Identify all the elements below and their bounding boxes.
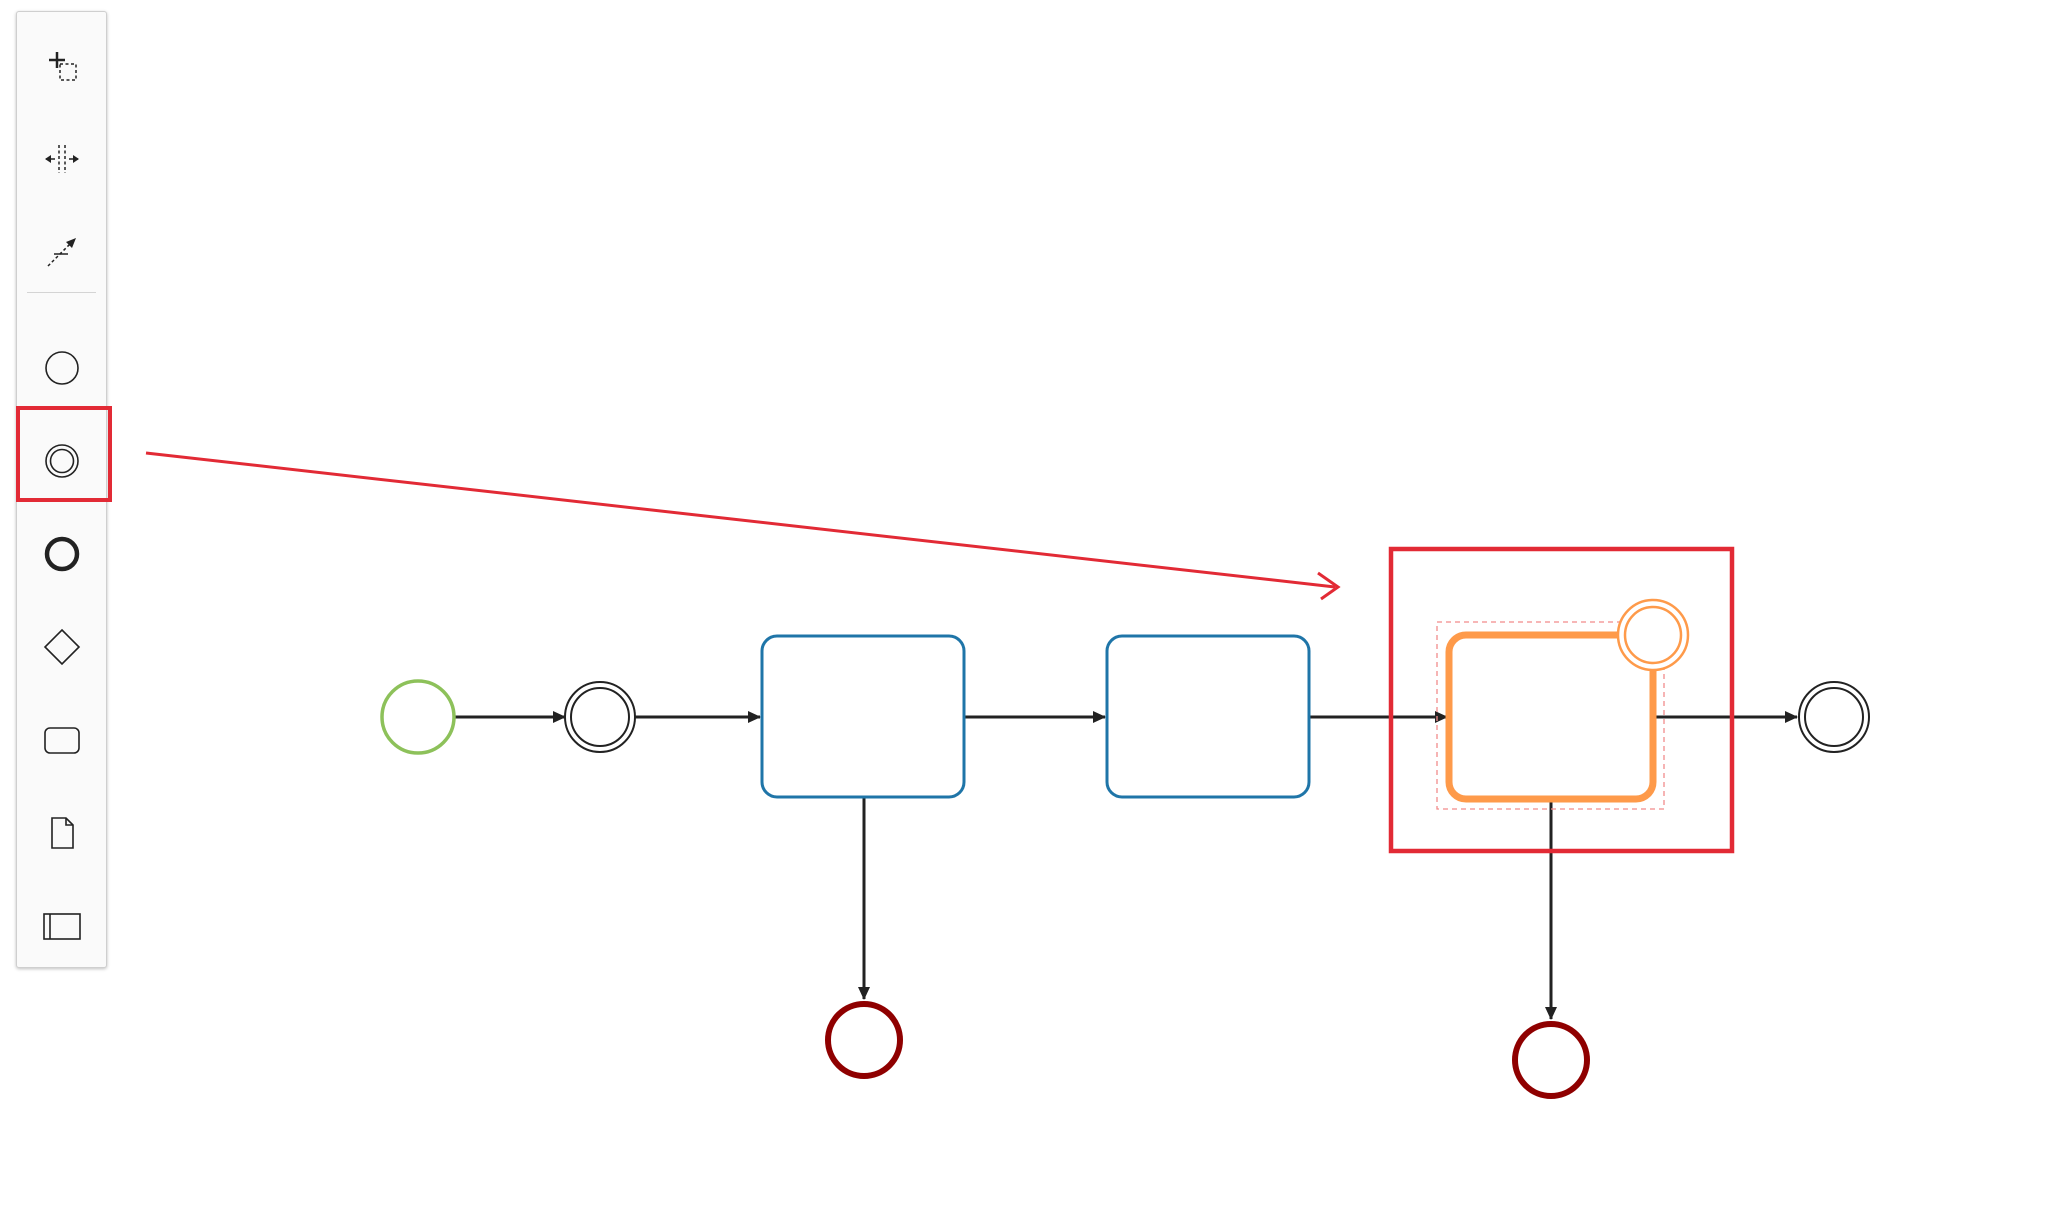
task-icon: [43, 727, 80, 754]
task-2[interactable]: [1105, 634, 1311, 799]
intermediate-event-1[interactable]: [564, 681, 636, 753]
end-event-icon: [44, 536, 79, 572]
hand-tool-icon: [48, 52, 77, 81]
annotation-arrow: [145, 451, 1336, 589]
data-object-icon: [50, 817, 74, 849]
global-connect-tool-button[interactable]: [17, 216, 106, 288]
end-event-2[interactable]: [1512, 1021, 1590, 1099]
connect-tool-icon: [46, 238, 76, 267]
task-3-selected[interactable]: [1445, 631, 1657, 803]
data-object-button[interactable]: [17, 797, 106, 869]
intermediate-event-button[interactable]: [17, 425, 106, 497]
pool-icon: [42, 913, 81, 940]
highlight-box-diagram: [1388, 546, 1735, 854]
start-event[interactable]: [380, 679, 456, 755]
annotation-arrow-head: [1317, 571, 1341, 601]
highlight-box-palette: [16, 406, 112, 502]
palette: [16, 11, 107, 968]
gateway-button[interactable]: [17, 611, 106, 683]
end-event-button[interactable]: [17, 518, 106, 590]
end-event-1[interactable]: [825, 1001, 903, 1079]
task-1[interactable]: [760, 634, 966, 799]
pool-button[interactable]: [17, 890, 106, 962]
space-tool-icon: [44, 145, 79, 173]
start-event-icon: [44, 351, 79, 385]
hand-tool-button[interactable]: [17, 30, 106, 102]
intermediate-event-2[interactable]: [1798, 681, 1870, 753]
task-button[interactable]: [17, 704, 106, 776]
boundary-event[interactable]: [1616, 598, 1690, 672]
space-tool-button[interactable]: [17, 123, 106, 195]
start-event-button[interactable]: [17, 332, 106, 404]
gateway-icon: [43, 628, 80, 666]
palette-separator: [27, 292, 96, 293]
intermediate-event-icon: [44, 444, 79, 478]
